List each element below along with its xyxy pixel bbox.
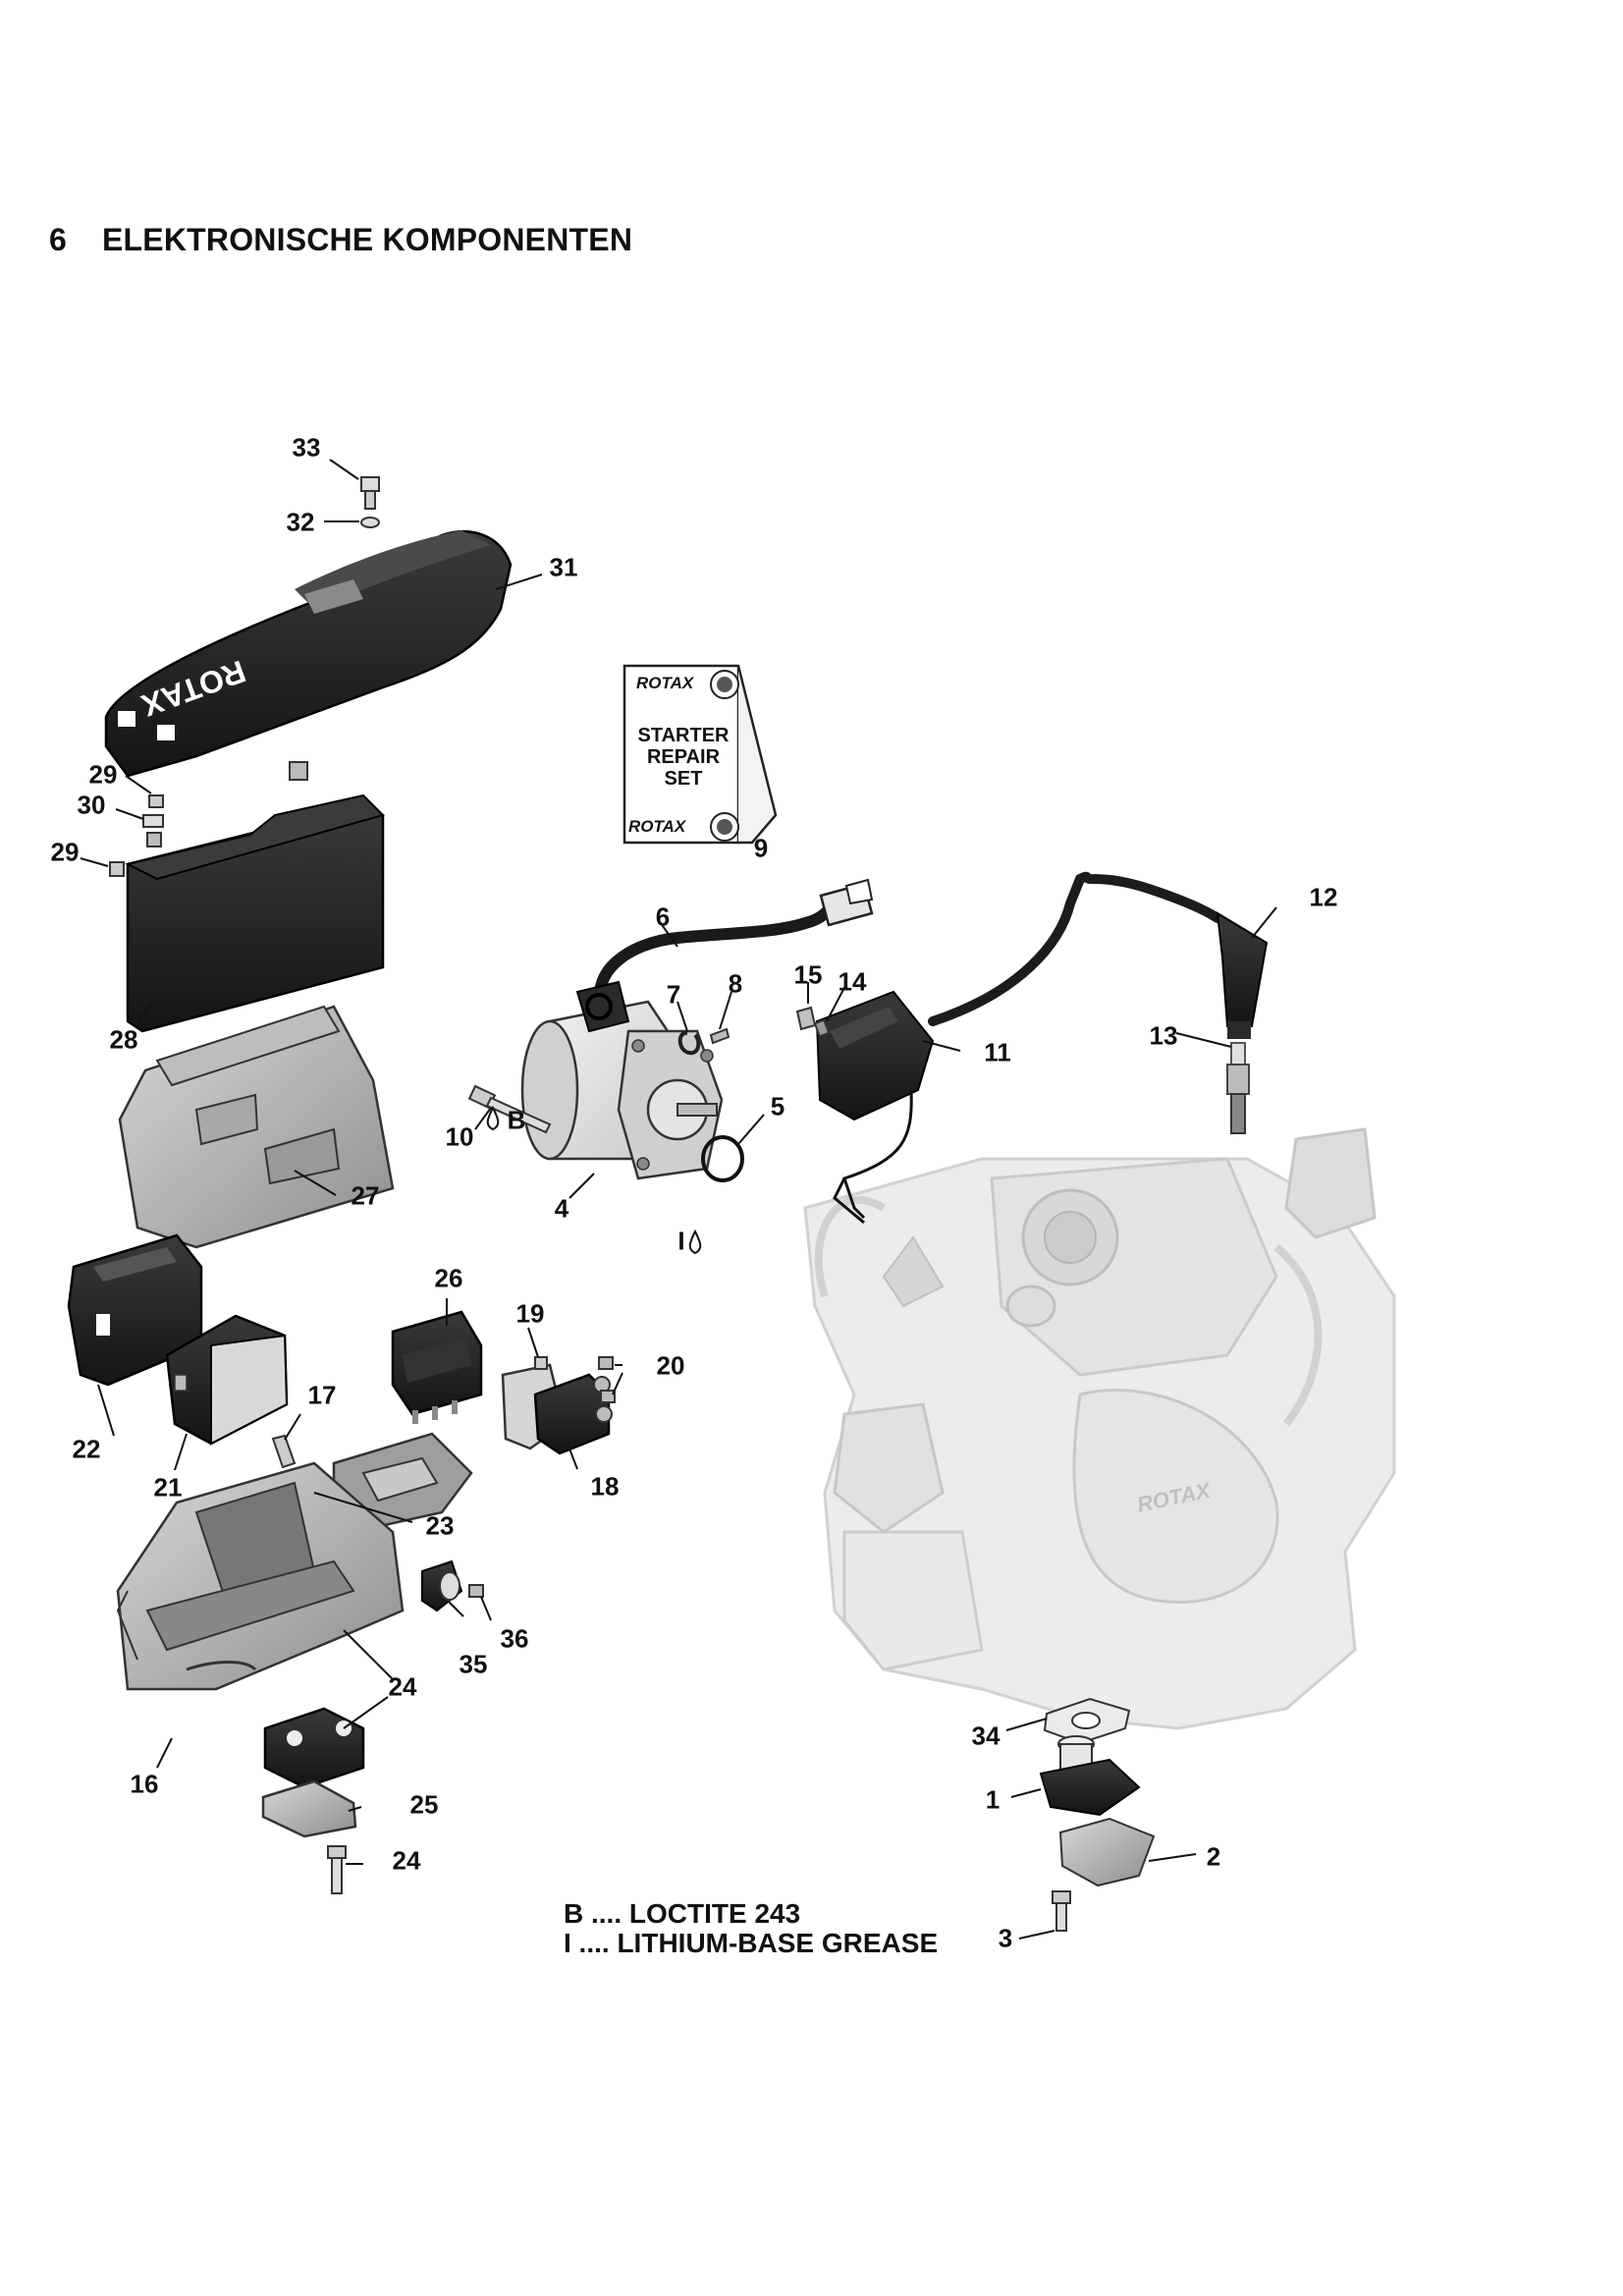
callout-6: 6 [655, 902, 671, 932]
bracket-17 [271, 1434, 297, 1469]
screw-19 [534, 1356, 548, 1370]
callout-26: 26 [434, 1263, 463, 1293]
sensor-35 [421, 1559, 463, 1613]
legend: B .... LOCTITE 243 I .... LITHIUM-BASE G… [564, 1899, 938, 1958]
callout-20: 20 [656, 1350, 685, 1381]
callout-1: 1 [985, 1784, 1001, 1815]
callout-24b: 24 [392, 1845, 421, 1876]
callout-14: 14 [838, 966, 867, 997]
bolt-3 [1052, 1890, 1071, 1932]
callout-29b: 29 [50, 837, 80, 867]
callout-29a: 29 [88, 759, 118, 790]
repair-set-line3: SET [664, 768, 703, 790]
callout-27: 27 [351, 1180, 380, 1211]
starter-motor [520, 980, 724, 1180]
screw-8 [709, 1027, 730, 1045]
crank-sensor-1 [1039, 1735, 1141, 1817]
battery-tray [118, 1005, 395, 1249]
callout-10: 10 [445, 1121, 474, 1152]
callout-7: 7 [666, 979, 681, 1010]
battery-cover: ROTAX [104, 530, 513, 778]
legend-grease: I .... LITHIUM-BASE GREASE [564, 1928, 939, 1958]
screw-33 [360, 476, 380, 510]
clamp-25 [261, 1779, 357, 1838]
callout-5: 5 [770, 1091, 785, 1121]
callout-21: 21 [153, 1472, 183, 1503]
callout-15: 15 [793, 959, 823, 990]
bolt-24 [327, 1845, 347, 1894]
screw-29-top [148, 794, 164, 808]
leader-lines [80, 459, 1277, 1940]
callout-30: 30 [77, 790, 106, 820]
electronics-bracket [116, 1461, 405, 1691]
ignition-coil [815, 990, 935, 1121]
nuts-20 [598, 1356, 616, 1403]
clip-7 [677, 1030, 701, 1056]
screw-36 [468, 1584, 484, 1598]
callout-16: 16 [130, 1769, 159, 1799]
callout-24a: 24 [388, 1671, 417, 1702]
o-ring-5 [701, 1135, 744, 1182]
legend-loctite: B .... LOCTITE 243 [564, 1898, 801, 1929]
gasket-34 [1043, 1697, 1131, 1745]
screw-29-bottom [109, 861, 125, 877]
callout-33: 33 [292, 432, 321, 463]
callout-28: 28 [109, 1024, 138, 1055]
repair-set-text: STARTER REPAIR SET [628, 725, 738, 790]
callout-3: 3 [998, 1923, 1013, 1953]
rocker-switch [391, 1310, 483, 1424]
callout-36: 36 [500, 1623, 529, 1654]
sensor-bracket-2 [1058, 1817, 1156, 1887]
callout-2: 2 [1206, 1841, 1221, 1872]
drop-icon-b [486, 1105, 500, 1131]
section-number: 6 [49, 222, 67, 257]
engine-block-faded: ROTAX [803, 1127, 1396, 1730]
coil-ground-wire [842, 1089, 913, 1220]
spark-plug [1226, 1042, 1250, 1134]
repair-set-line2: REPAIR [646, 746, 721, 768]
callout-32: 32 [286, 507, 315, 537]
hv-cable [928, 841, 1217, 1011]
coil-to-plug-cable [938, 864, 1090, 1026]
section-title: ELEKTRONISCHE KOMPONENTEN [102, 222, 633, 257]
cable-connector [819, 878, 874, 927]
repair-set-brand-top: ROTAX [636, 674, 694, 692]
washer-14 [813, 1018, 831, 1038]
callout-25: 25 [409, 1789, 439, 1820]
relay [165, 1314, 289, 1446]
drop-icon-i [688, 1229, 702, 1255]
spark-plug-cap [1216, 911, 1269, 1039]
clamp-24 [263, 1707, 365, 1789]
callout-b: B [507, 1105, 526, 1135]
callout-17: 17 [307, 1380, 337, 1410]
callout-31: 31 [549, 552, 578, 582]
repair-set-brand-bottom: ROTAX [628, 817, 686, 836]
callout-19: 19 [515, 1298, 545, 1329]
callout-34: 34 [971, 1721, 1001, 1751]
callout-12: 12 [1309, 882, 1338, 912]
callout-22: 22 [72, 1434, 101, 1464]
repair-set-line1: STARTER [637, 725, 730, 746]
callout-i: I [677, 1226, 685, 1256]
callout-13: 13 [1149, 1020, 1178, 1051]
callout-8: 8 [728, 968, 743, 999]
bolt-10 [467, 1084, 552, 1134]
callout-4: 4 [554, 1193, 569, 1224]
plate-30 [142, 814, 164, 828]
starter-cable [594, 896, 840, 1015]
screw-15 [795, 1006, 817, 1031]
starter-solenoid [501, 1363, 613, 1455]
starter-repair-set-card [622, 664, 778, 845]
callout-18: 18 [590, 1471, 620, 1502]
callout-23: 23 [425, 1510, 455, 1541]
callout-9: 9 [753, 833, 769, 863]
voltage-regulator [67, 1233, 203, 1387]
page-title: 6 ELEKTRONISCHE KOMPONENTEN [49, 222, 632, 258]
callout-11: 11 [984, 1037, 1011, 1067]
battery [125, 761, 385, 1033]
hv-lead [928, 871, 1222, 1026]
callout-35: 35 [459, 1649, 488, 1679]
washer-32 [360, 517, 380, 528]
